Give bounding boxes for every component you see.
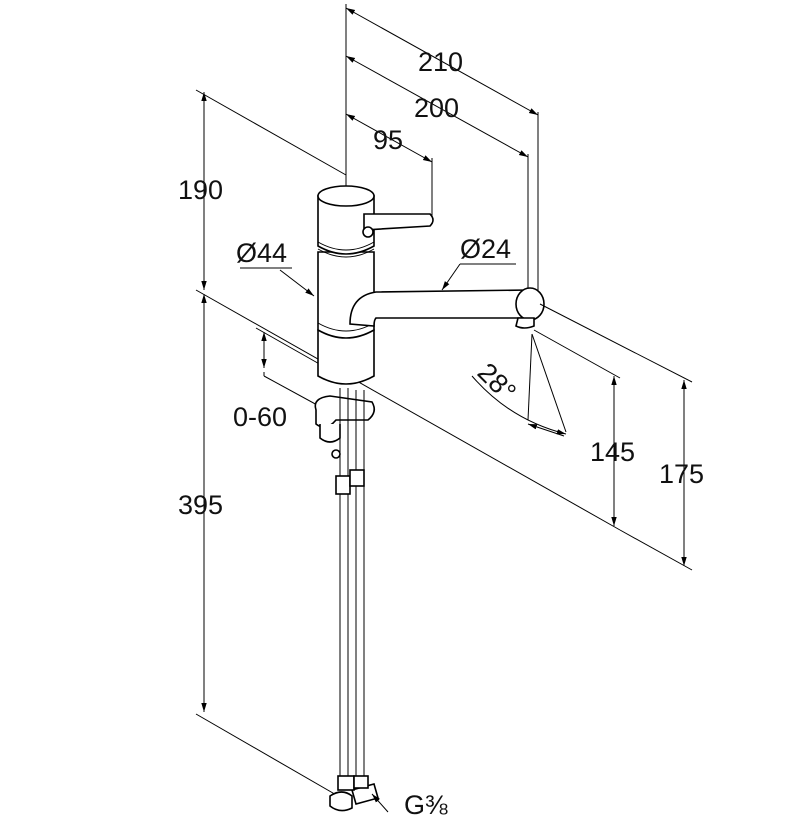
diameter-24-label: Ø24 <box>460 234 511 264</box>
lever-handle <box>362 213 434 238</box>
dimension-145-label: 145 <box>590 437 635 467</box>
dimension-175-label: 175 <box>659 459 704 489</box>
thread-callout: G⅜ <box>371 790 448 819</box>
dimension-145: 145 <box>533 329 635 526</box>
dimension-190-label: 190 <box>178 175 223 205</box>
base-reference-line <box>195 289 621 531</box>
dimension-210-label: 210 <box>418 47 463 77</box>
dimension-395-label: 395 <box>178 490 223 520</box>
dimension-0-60-label: 0-60 <box>233 402 287 432</box>
dimension-190: 190 <box>178 89 347 290</box>
dimension-395: 395 <box>178 294 346 801</box>
dimension-200-label: 200 <box>414 93 459 123</box>
angle-28-label: 28° <box>472 357 522 407</box>
mounting-bracket <box>314 395 376 459</box>
hose-connector <box>329 775 379 812</box>
thread-label: G⅜ <box>404 790 448 819</box>
spout <box>349 287 545 329</box>
supply-hoses <box>335 388 365 782</box>
dimension-95-label: 95 <box>373 125 403 155</box>
dimension-95: 95 <box>345 113 433 218</box>
dimension-175: 175 <box>539 303 704 571</box>
angle-28: 28° <box>471 333 567 437</box>
diameter-24: Ø24 <box>441 234 516 291</box>
diameter-44: Ø44 <box>236 238 315 297</box>
diameter-44-label: Ø44 <box>236 238 287 268</box>
